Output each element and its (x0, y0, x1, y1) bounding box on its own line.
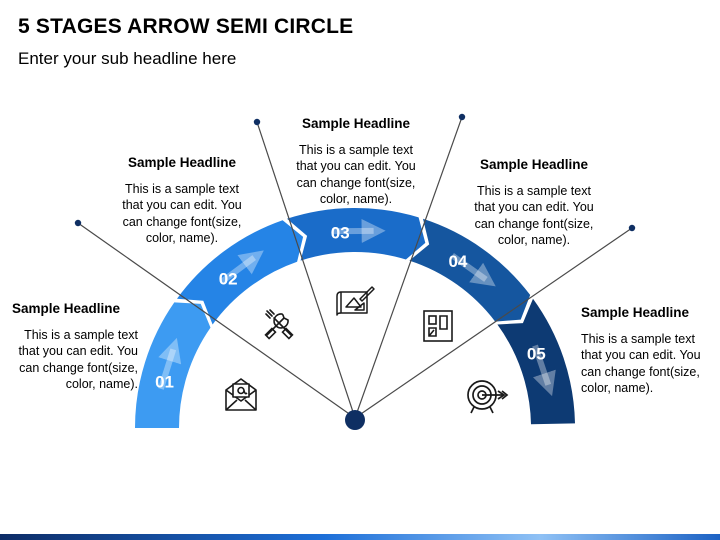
stage-1-description: This is a sample text that you can edit.… (18, 327, 138, 392)
connector-dot-4 (628, 224, 636, 232)
arc-segment-3 (287, 208, 426, 261)
hub-circle (345, 410, 365, 430)
stage-2-description: This is a sample text that you can edit.… (122, 181, 242, 246)
center-hub (345, 410, 365, 430)
stage-1-headline: Sample Headline (12, 301, 121, 316)
floorplan-icon (423, 310, 453, 342)
stage-5-number: 05 (527, 345, 546, 364)
segment-5-direction-arrow (532, 344, 556, 397)
stage-2-headline: Sample Headline (127, 155, 237, 170)
stage-3-description: This is a sample text that you can edit.… (296, 142, 416, 207)
blueprint-icon (336, 286, 375, 316)
stage-5-text-block: Sample Headline This is a sample text th… (581, 305, 711, 397)
stage-4-text-block: Sample Headline This is a sample text th… (468, 157, 600, 249)
stage-3-text-block: Sample Headline This is a sample text th… (290, 116, 422, 208)
page-title: 5 STAGES ARROW SEMI CIRCLE (18, 15, 354, 38)
segment-4-direction-arrow (450, 253, 496, 287)
arc-segment-1 (134, 302, 211, 428)
connector-line-4 (354, 227, 633, 419)
arc-segments: 01 02 03 04 05 (134, 208, 575, 428)
target-icon (467, 380, 509, 414)
connector-dot-1 (74, 219, 82, 227)
stage-icons (225, 286, 509, 414)
connector-line-3 (354, 116, 463, 419)
page-subtitle: Enter your sub headline here (18, 49, 237, 68)
email-icon (225, 378, 257, 411)
segment-1-direction-arrow (158, 337, 182, 390)
stage-5-headline: Sample Headline (581, 305, 690, 320)
connector-dot-3 (458, 113, 466, 121)
connector-dot-2 (253, 118, 261, 126)
footer-bar (0, 534, 720, 540)
stage-1-text-block: Sample Headline This is a sample text th… (12, 301, 138, 393)
stage-4-description: This is a sample text that you can edit.… (474, 183, 594, 248)
stage-3-number: 03 (331, 224, 350, 243)
stage-4-headline: Sample Headline (479, 157, 589, 172)
stage-4-number: 04 (448, 252, 467, 271)
stage-3-headline: Sample Headline (301, 116, 411, 131)
connector-line-1 (77, 222, 356, 419)
connector-line-2 (256, 121, 356, 419)
stage-1-number: 01 (155, 373, 174, 392)
segment-2-direction-arrow (219, 250, 264, 285)
stage-5-description: This is a sample text that you can edit.… (581, 331, 701, 396)
tools-icon (264, 309, 294, 340)
stage-2-text-block: Sample Headline This is a sample text th… (116, 155, 248, 247)
connector-lines (74, 113, 636, 419)
stage-2-number: 02 (219, 270, 238, 289)
